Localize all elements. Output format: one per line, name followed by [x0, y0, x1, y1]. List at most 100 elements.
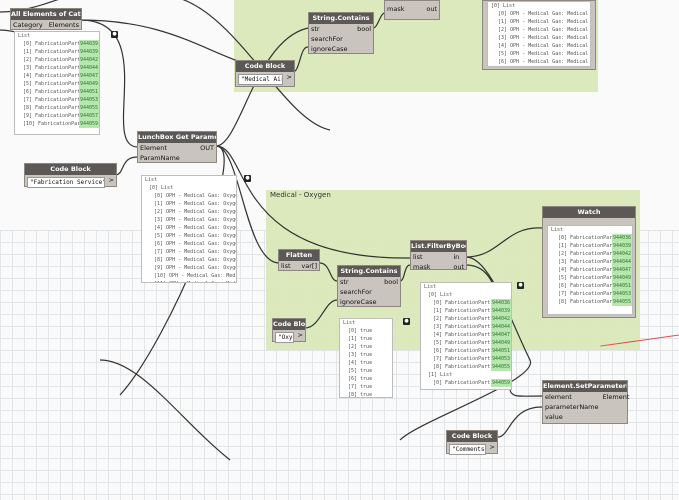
output-port-element[interactable]: Element [602, 393, 630, 401]
element-id-badge[interactable]: 944042 [78, 56, 99, 64]
element-id-badge[interactable]: 944059 [78, 120, 99, 128]
pin-icon[interactable]: ● [403, 318, 410, 325]
output-port-var[interactable]: var[] [301, 262, 317, 270]
input-port-value[interactable]: value [545, 413, 563, 421]
code-input[interactable]: "Fabrication Service"; [27, 177, 105, 188]
element-id-badge[interactable]: 944036 [611, 234, 632, 242]
output-port-elements[interactable]: Elements [48, 21, 79, 29]
element-id-badge[interactable]: 944047 [611, 266, 632, 274]
element-id-badge[interactable]: 944055 [490, 363, 511, 371]
pin-icon[interactable]: ● [244, 175, 251, 182]
item-text: [2] FabricationPart [23, 57, 79, 63]
input-port-list[interactable]: list [281, 262, 291, 270]
all-elements-of-category-node[interactable]: All Elements of Category Category Elemen… [10, 8, 82, 30]
input-port-paramname[interactable]: ParamName [140, 154, 180, 162]
output-port-in[interactable]: in [453, 253, 460, 261]
list-item: [5] OPH - Medical Gas: Medical Air [488, 50, 590, 58]
element-id-badge[interactable]: 944055 [611, 298, 632, 306]
element-id-badge[interactable]: 944049 [490, 339, 511, 347]
input-port-category[interactable]: Category [13, 21, 43, 29]
output-port[interactable]: > [297, 331, 303, 339]
element-id-badge[interactable]: 944044 [78, 64, 99, 72]
input-port-ignorecase[interactable]: ignoreCase [340, 298, 377, 306]
element-id-badge[interactable]: 944042 [611, 250, 632, 258]
string-contains-top-node[interactable]: String.Contains str searchFor ignoreCase… [308, 12, 374, 54]
watch-top-node[interactable]: [0] List [0] OPH - Medical Gas: Medical … [482, 0, 596, 70]
input-port-str[interactable]: str [340, 278, 349, 286]
output-port[interactable]: > [108, 176, 114, 184]
element-id-badge[interactable]: 944049 [78, 80, 99, 88]
item-text: [1] FabricationPart [433, 308, 491, 314]
element-id-badge[interactable]: 944059 [490, 379, 511, 387]
element-id-badge[interactable]: 944039 [490, 307, 511, 315]
output-port[interactable]: > [489, 443, 495, 451]
input-port-mask[interactable]: mask [413, 263, 431, 271]
bool-preview[interactable]: List [0] true[1] true[2] true[3] true[4]… [339, 318, 393, 398]
filter-node-top-partial[interactable]: mask out [384, 0, 440, 20]
code-input[interactable]: "Oxygen"; [275, 332, 294, 343]
element-id-badge[interactable]: 944055 [78, 104, 99, 112]
element-id-badge[interactable]: 944053 [490, 355, 511, 363]
code-input[interactable]: "Medical Air"; [238, 74, 283, 85]
flatten-node[interactable]: Flatten list var[] [278, 249, 320, 271]
filter-by-bool-mask-node[interactable]: List.FilterByBoolMask list mask in out [410, 240, 467, 271]
string-contains-mid-node[interactable]: String.Contains str searchFor ignoreCase… [337, 265, 401, 307]
element-id-badge[interactable]: 944039 [78, 40, 99, 48]
code-block-fabrication-node[interactable]: Code Block "Fabrication Service"; > [24, 163, 117, 188]
element-id-badge[interactable]: 944049 [611, 274, 632, 282]
input-port-searchfor[interactable]: searchFor [340, 288, 372, 296]
code-input[interactable]: "Comments"; [449, 444, 486, 455]
input-port-list[interactable]: list [413, 253, 423, 261]
pin-icon[interactable]: ● [517, 282, 524, 289]
set-parameter-by-name-node[interactable]: Element.SetParameterByName element param… [542, 380, 629, 424]
code-block-medical-air-node[interactable]: Code Block "Medical Air"; > [235, 60, 295, 87]
element-id-badge[interactable]: 944036 [490, 299, 511, 307]
element-id-badge[interactable]: 944051 [611, 282, 632, 290]
input-port-parametername[interactable]: parameterName [545, 403, 599, 411]
element-id-badge[interactable]: 944053 [611, 290, 632, 298]
element-id-badge[interactable]: 944047 [78, 72, 99, 80]
element-id-badge[interactable]: 944044 [490, 323, 511, 331]
output-port-out[interactable]: OUT [200, 144, 214, 152]
input-port-element[interactable]: Element [140, 144, 167, 152]
list-item: [1] true [340, 335, 392, 343]
pin-icon[interactable]: ● [111, 31, 118, 38]
element-id-badge[interactable]: 944051 [78, 88, 99, 96]
element-id-badge[interactable]: 944053 [78, 96, 99, 104]
item-text: [6] OPH - Medical Gas: Medical Air [498, 59, 590, 65]
element-id-badge[interactable]: 944039 [611, 242, 632, 250]
element-id-badge[interactable]: 944044 [611, 258, 632, 266]
output-port-out[interactable]: out [426, 5, 437, 13]
input-port-str[interactable]: str [311, 25, 320, 33]
element-id-badge[interactable]: 944057 [78, 112, 99, 120]
input-port-ignorecase[interactable]: ignoreCase [311, 45, 348, 53]
input-port-searchfor[interactable]: searchFor [311, 35, 343, 43]
element-id-badge[interactable]: 944051 [490, 347, 511, 355]
output-port[interactable]: > [286, 73, 292, 81]
element-id-badge[interactable]: 944039 [78, 48, 99, 56]
item-text: [7] FabricationPart [23, 97, 79, 103]
item-text: [11] OPH - Medical Gas: Medic [154, 280, 236, 282]
element-id-badge[interactable]: 944042 [490, 315, 511, 323]
lunchbox-preview[interactable]: List [0] List [0] OPH - Medical Gas: Oxy… [141, 175, 237, 283]
input-port-mask[interactable]: mask [387, 5, 405, 13]
watch-top-preview[interactable]: [0] List [0] OPH - Medical Gas: Medical … [487, 1, 591, 67]
code-block-comments-node[interactable]: Code Block "Comments"; > [446, 430, 498, 455]
element-id-badge[interactable]: 944047 [490, 331, 511, 339]
input-port-element[interactable]: element [545, 393, 572, 401]
output-port-bool[interactable]: bool [384, 278, 398, 286]
output-port-bool[interactable]: bool [357, 25, 371, 33]
lunchbox-get-parameter-node[interactable]: LunchBox Get Parameter Value Element Par… [137, 131, 217, 163]
code-block-oxygen-node[interactable]: Code Block "Oxygen"; > [272, 318, 306, 343]
output-port-out[interactable]: out [453, 263, 464, 271]
